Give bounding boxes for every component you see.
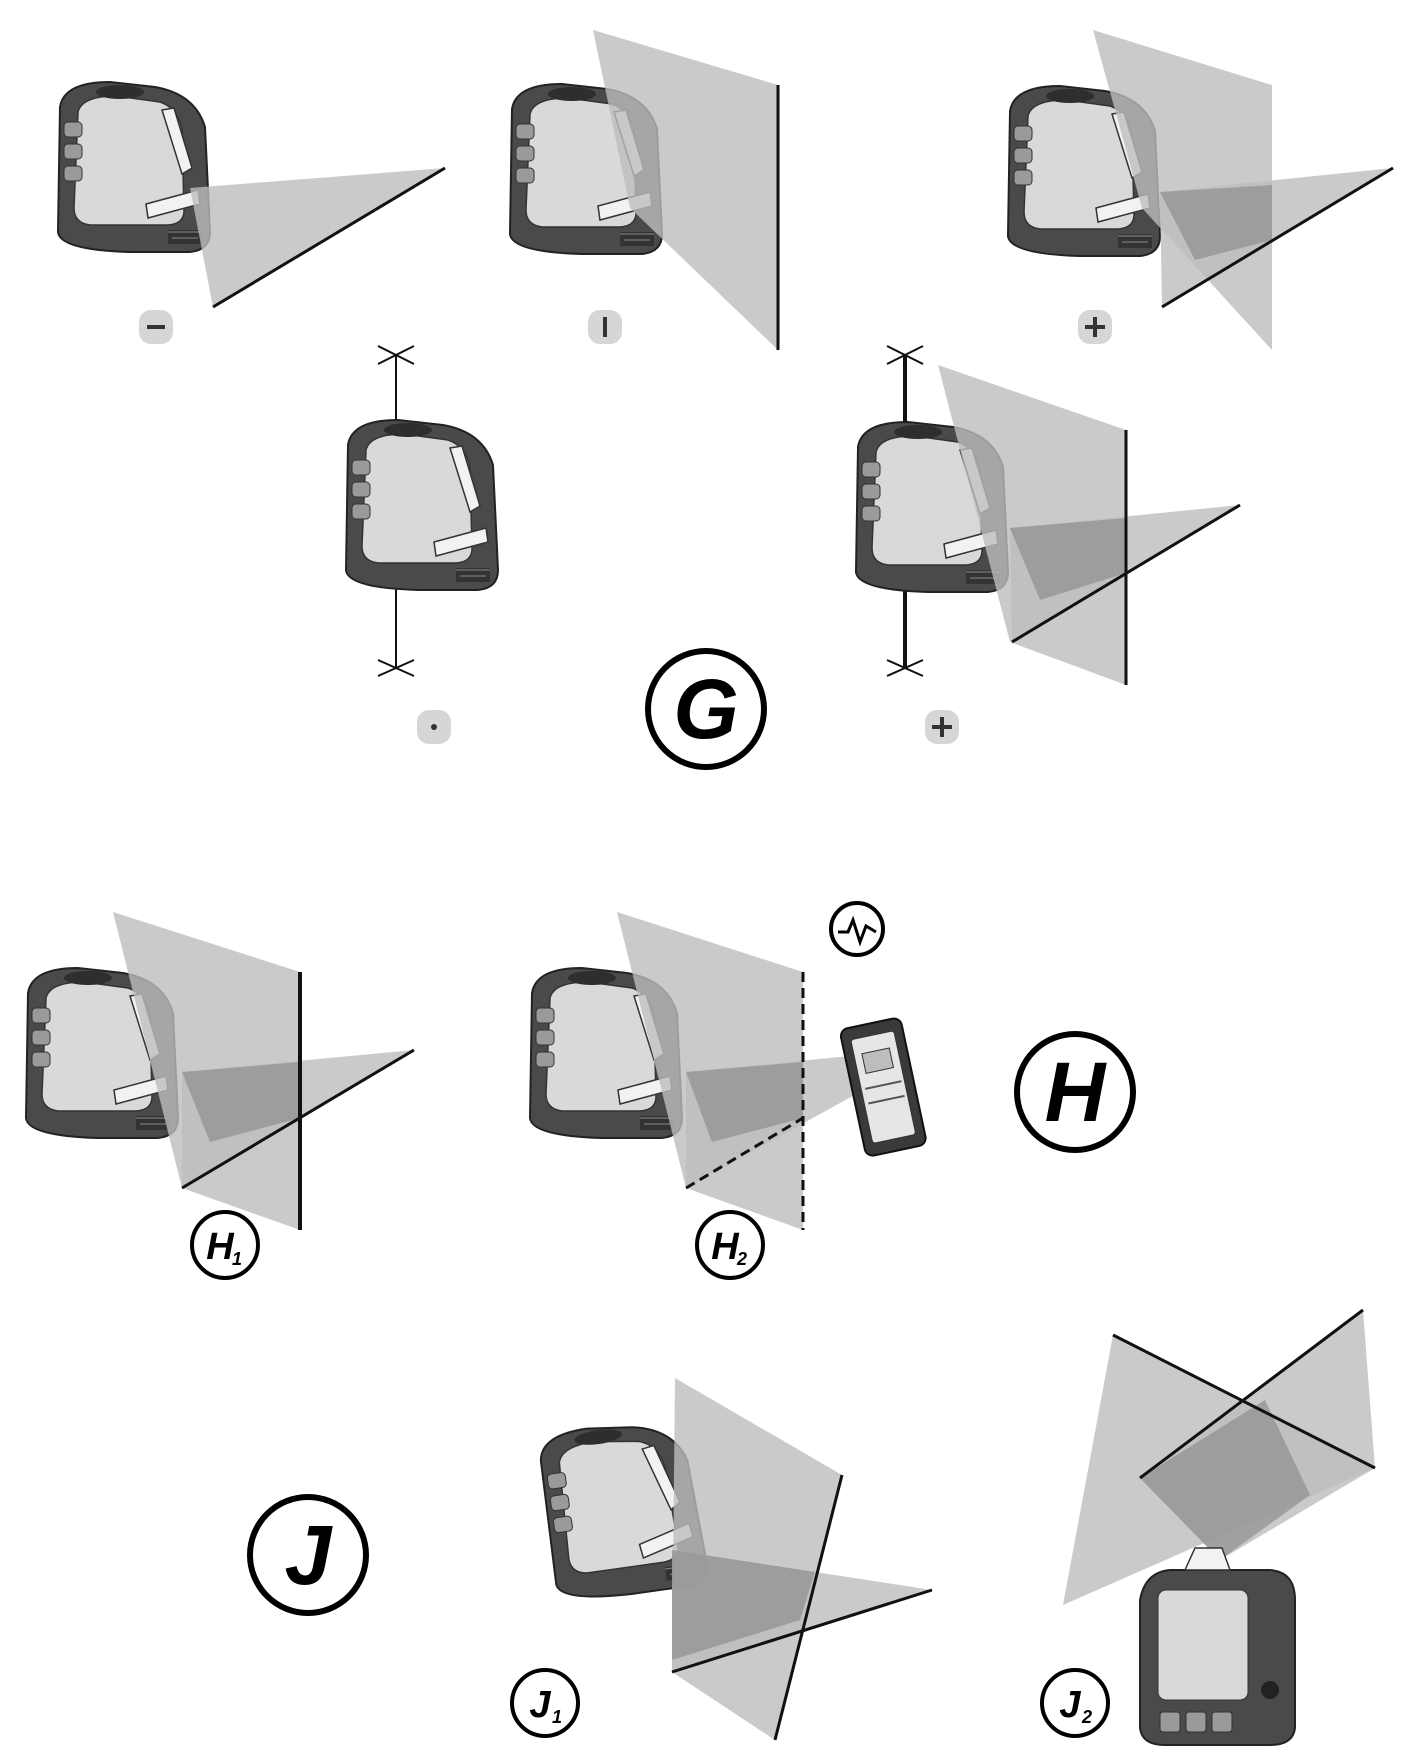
j1-letter: J bbox=[529, 1684, 551, 1726]
h2-label: H 2 bbox=[697, 1212, 763, 1278]
mode-h2-pulse: H 2 bbox=[530, 903, 927, 1278]
laser-level-device-upright bbox=[1140, 1548, 1295, 1745]
mode-cross bbox=[1008, 30, 1393, 350]
laser-level-device bbox=[346, 420, 498, 590]
mode-cross-plumb bbox=[856, 346, 1240, 744]
j2-subscript: 2 bbox=[1081, 1707, 1092, 1727]
section-g-letter: G bbox=[673, 662, 738, 756]
j1-label: J 1 bbox=[512, 1670, 578, 1736]
mode-horizontal bbox=[58, 82, 445, 344]
mode-plumb bbox=[346, 346, 498, 744]
laser-detector bbox=[839, 1017, 927, 1157]
section-g-label: G bbox=[648, 651, 764, 767]
mode-h1: H 1 bbox=[26, 912, 414, 1278]
mode-j1-tilted: J 1 bbox=[512, 1378, 932, 1740]
h2-subscript: 2 bbox=[736, 1249, 747, 1269]
horizontal-line-icon bbox=[139, 310, 173, 344]
horizontal-laser-plane bbox=[190, 168, 445, 307]
section-h-letter: H bbox=[1045, 1045, 1108, 1139]
pulse-wave-icon bbox=[831, 903, 883, 955]
section-j-letter: J bbox=[285, 1508, 334, 1602]
cross-lines-icon bbox=[1078, 310, 1112, 344]
h2-letter: H bbox=[711, 1226, 740, 1268]
mode-vertical bbox=[510, 30, 778, 350]
laser-level-device bbox=[58, 82, 210, 252]
h1-subscript: 1 bbox=[232, 1249, 242, 1269]
cross-plumb-icon bbox=[925, 710, 959, 744]
j2-letter: J bbox=[1059, 1684, 1081, 1726]
section-h-label: H bbox=[1017, 1034, 1133, 1150]
h1-label: H 1 bbox=[192, 1212, 258, 1278]
h1-letter: H bbox=[206, 1226, 235, 1268]
mode-j2-upward: J 2 bbox=[1042, 1310, 1375, 1745]
vertical-line-icon bbox=[588, 310, 622, 344]
plumb-dot-icon bbox=[417, 710, 451, 744]
section-j-label: J bbox=[250, 1497, 366, 1613]
j1-subscript: 1 bbox=[552, 1707, 562, 1727]
j2-label: J 2 bbox=[1042, 1670, 1108, 1736]
